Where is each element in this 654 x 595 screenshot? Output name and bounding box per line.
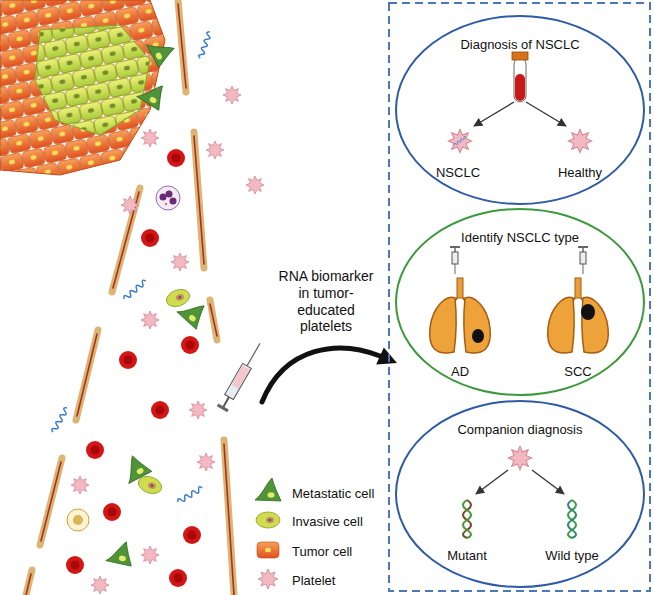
ellipse-node: Diagnosis of NSCLC NSCLC Healthy xyxy=(395,15,645,205)
ellipse-node: Companion diagnosisMutant Wild type xyxy=(395,400,645,588)
gene-strands xyxy=(463,446,576,538)
dashed-panel xyxy=(389,3,650,591)
node-sublabel: NSCLC xyxy=(436,166,480,181)
curved-arrow xyxy=(262,348,397,403)
tumor-mass xyxy=(0,0,179,175)
ellipse-shape xyxy=(396,401,644,587)
ellipse-shape xyxy=(396,209,644,395)
vessel-wall xyxy=(26,0,234,595)
legend-text: Invasive cell xyxy=(292,515,363,530)
legend-text: Platelet xyxy=(292,574,335,589)
node-heading: Diagnosis of NSCLC xyxy=(460,38,579,53)
legend-item: Platelet xyxy=(292,571,392,589)
text-holder: Wild type xyxy=(517,546,627,564)
node-sublabel: SCC xyxy=(564,365,591,380)
text-holder: Diagnosis of NSCLC xyxy=(400,35,640,53)
text-holder: Identify NSCLC type xyxy=(400,228,640,246)
node-sublabel: Healthy xyxy=(558,166,602,181)
legend-item: Metastatic cell xyxy=(292,484,392,502)
legend-text: Metastatic cell xyxy=(292,487,374,502)
text-holder: Mutant xyxy=(412,546,522,564)
syringe xyxy=(217,340,265,412)
ellipse-shape xyxy=(396,16,644,204)
legend-icons xyxy=(255,478,281,589)
ellipse-node: Identify NSCLC typeAD SCC xyxy=(395,208,645,396)
legend-text: Tumor cell xyxy=(292,545,352,560)
legend-item: Tumor cell xyxy=(292,542,392,560)
node-heading: Identify NSCLC type xyxy=(461,231,579,246)
node-heading: Companion diagnosis xyxy=(457,423,582,438)
caption-label: RNA biomarker in tumor-educated platelet… xyxy=(272,268,380,335)
blood-cells xyxy=(51,31,264,594)
text-holder: Companion diagnosis xyxy=(400,420,640,438)
text-holder: Healthy xyxy=(525,163,635,181)
label-holder: RNA biomarker in tumor-educated platelet… xyxy=(272,268,380,335)
text-holder: SCC xyxy=(523,362,633,380)
text-holder: NSCLC xyxy=(403,163,513,181)
blood-tube xyxy=(448,52,591,153)
node-sublabel: AD xyxy=(451,365,469,380)
text-holder: AD xyxy=(405,362,515,380)
lung-pair xyxy=(430,246,609,353)
node-sublabel: Wild type xyxy=(545,549,598,564)
node-sublabel: Mutant xyxy=(447,549,487,564)
legend-item: Invasive cell xyxy=(292,512,392,530)
